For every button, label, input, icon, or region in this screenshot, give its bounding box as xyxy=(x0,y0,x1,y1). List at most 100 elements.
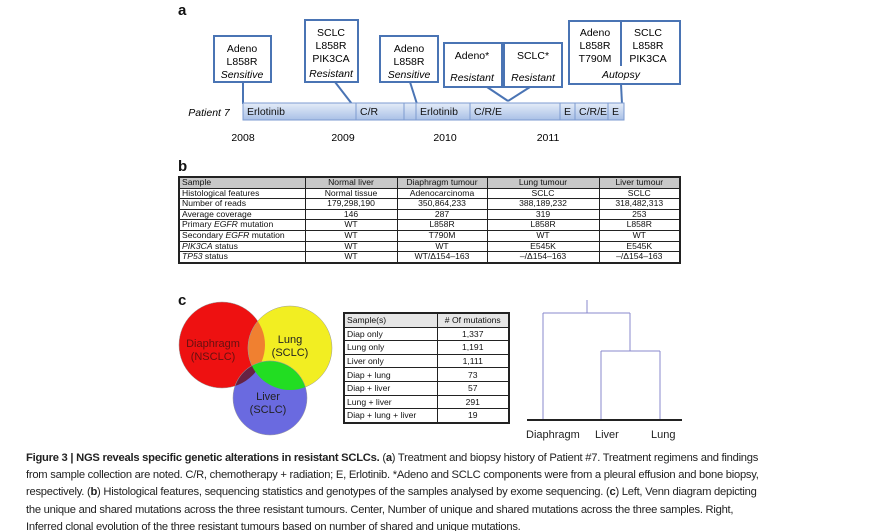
table-cell: TP53 status xyxy=(178,251,306,264)
table-cell: WT/Δ154–163 xyxy=(396,251,488,264)
table-cell: WT xyxy=(598,229,681,242)
table-cell: # Of mutations xyxy=(436,312,510,328)
venn-diagram: Diaphragm(NSCLC) Lung(SCLC) Liver(SCLC) xyxy=(178,301,333,436)
svg-text:(SCLC): (SCLC) xyxy=(250,404,287,416)
table-cell: Lung + liver xyxy=(343,394,438,410)
table-cell: T790M xyxy=(396,229,488,242)
svg-text:T790M: T790M xyxy=(579,53,612,65)
patient-label: Patient 7 xyxy=(188,107,231,119)
segment-label: Erlotinib xyxy=(420,106,458,118)
table-cell: Diap + liver xyxy=(343,380,438,396)
table-cell: Diap only xyxy=(343,326,438,342)
table-cell: WT xyxy=(304,251,398,264)
table-cell: WT xyxy=(304,219,398,231)
table-cell: –/Δ154–163 xyxy=(598,251,681,264)
svg-text:Adeno: Adeno xyxy=(394,43,425,55)
table-cell: 1,111 xyxy=(436,353,510,369)
table-cell: 73 xyxy=(436,367,510,382)
year-label: 2008 xyxy=(231,132,255,144)
table-cell: Number of reads xyxy=(178,198,306,210)
table-cell: 19 xyxy=(436,408,510,424)
table-cell: Histological features xyxy=(178,187,306,200)
table-cell: SCLC xyxy=(486,187,600,200)
year-label: 2011 xyxy=(537,132,560,144)
autopsy-box xyxy=(568,20,681,85)
svg-text:Diaphragm: Diaphragm xyxy=(186,338,240,350)
svg-text:(NSCLC): (NSCLC) xyxy=(191,351,236,363)
segment-label: Erlotinib xyxy=(247,106,285,118)
svg-text:Autopsy: Autopsy xyxy=(601,69,641,81)
biopsy-box-2 xyxy=(304,19,359,83)
table-cell: E545K xyxy=(598,240,681,253)
table-cell: 388,189,232 xyxy=(486,198,600,210)
table-header-row: Sample(s)# Of mutations xyxy=(343,312,510,328)
svg-text:L858R: L858R xyxy=(633,40,664,52)
table-cell: L858R xyxy=(396,219,488,231)
leaf-label: Lung xyxy=(651,429,675,441)
table-cell: Normal liver xyxy=(304,176,398,189)
segment-label: E xyxy=(612,106,619,118)
year-label: 2010 xyxy=(433,132,457,144)
table-cell: 350,864,233 xyxy=(396,198,488,210)
table-cell: E545K xyxy=(486,240,600,253)
table-cell: L858R xyxy=(598,219,681,231)
biopsy-box-5 xyxy=(503,42,563,88)
table-cell: 287 xyxy=(396,208,488,221)
table-cell: PIK3CA status xyxy=(178,240,306,253)
leaf-label: Diaphragm xyxy=(526,429,580,441)
table-cell: Liver only xyxy=(343,353,438,369)
table-cell: 1,337 xyxy=(436,326,510,342)
table-cell: Liver tumour xyxy=(598,176,681,189)
table-cell: Sample xyxy=(178,176,306,189)
svg-text:Adeno: Adeno xyxy=(580,27,611,39)
svg-text:L858R: L858R xyxy=(580,40,611,52)
table-cell: Diap + lung xyxy=(343,367,438,382)
biopsy-box-4 xyxy=(443,42,503,88)
biopsy-box-1 xyxy=(213,35,272,83)
svg-text:Liver: Liver xyxy=(256,391,280,403)
year-label: 2009 xyxy=(331,132,355,144)
svg-text:SCLC: SCLC xyxy=(317,27,345,39)
svg-text:SCLC: SCLC xyxy=(634,27,662,39)
svg-text:Sensitive: Sensitive xyxy=(221,69,264,81)
table-cell: Lung tumour xyxy=(486,176,600,189)
table-cell: 253 xyxy=(598,208,681,221)
table-cell: 1,191 xyxy=(436,340,510,355)
table-cell: Lung only xyxy=(343,340,438,355)
leaf-label: Liver xyxy=(595,429,619,441)
segment-label: C/R xyxy=(360,106,379,118)
segment-label: C/R/E xyxy=(579,106,607,118)
svg-text:L858R: L858R xyxy=(394,56,425,68)
svg-text:L858R: L858R xyxy=(316,40,347,52)
svg-text:Adeno*: Adeno* xyxy=(455,50,489,62)
table-cell: 57 xyxy=(436,380,510,396)
timeline-segment xyxy=(607,102,625,121)
panel-label-b: b xyxy=(178,158,188,175)
figure-caption: Figure 3 | NGS reveals specific genetic … xyxy=(26,452,759,531)
table-cell: WT xyxy=(396,240,488,253)
svg-text:Adeno: Adeno xyxy=(227,43,258,55)
table-cell: Primary EGFR mutation xyxy=(178,219,306,231)
segment-label: C/R/E xyxy=(474,106,502,118)
table-cell: 146 xyxy=(304,208,398,221)
biopsy-box-3 xyxy=(379,35,439,83)
svg-text:Resistant: Resistant xyxy=(511,72,556,84)
table-cell: 179,298,190 xyxy=(304,198,398,210)
caption-title: Figure 3 | NGS reveals specific genetic … xyxy=(26,452,380,464)
table-cell: Normal tissue xyxy=(304,187,398,200)
table-cell: L858R xyxy=(486,219,600,231)
